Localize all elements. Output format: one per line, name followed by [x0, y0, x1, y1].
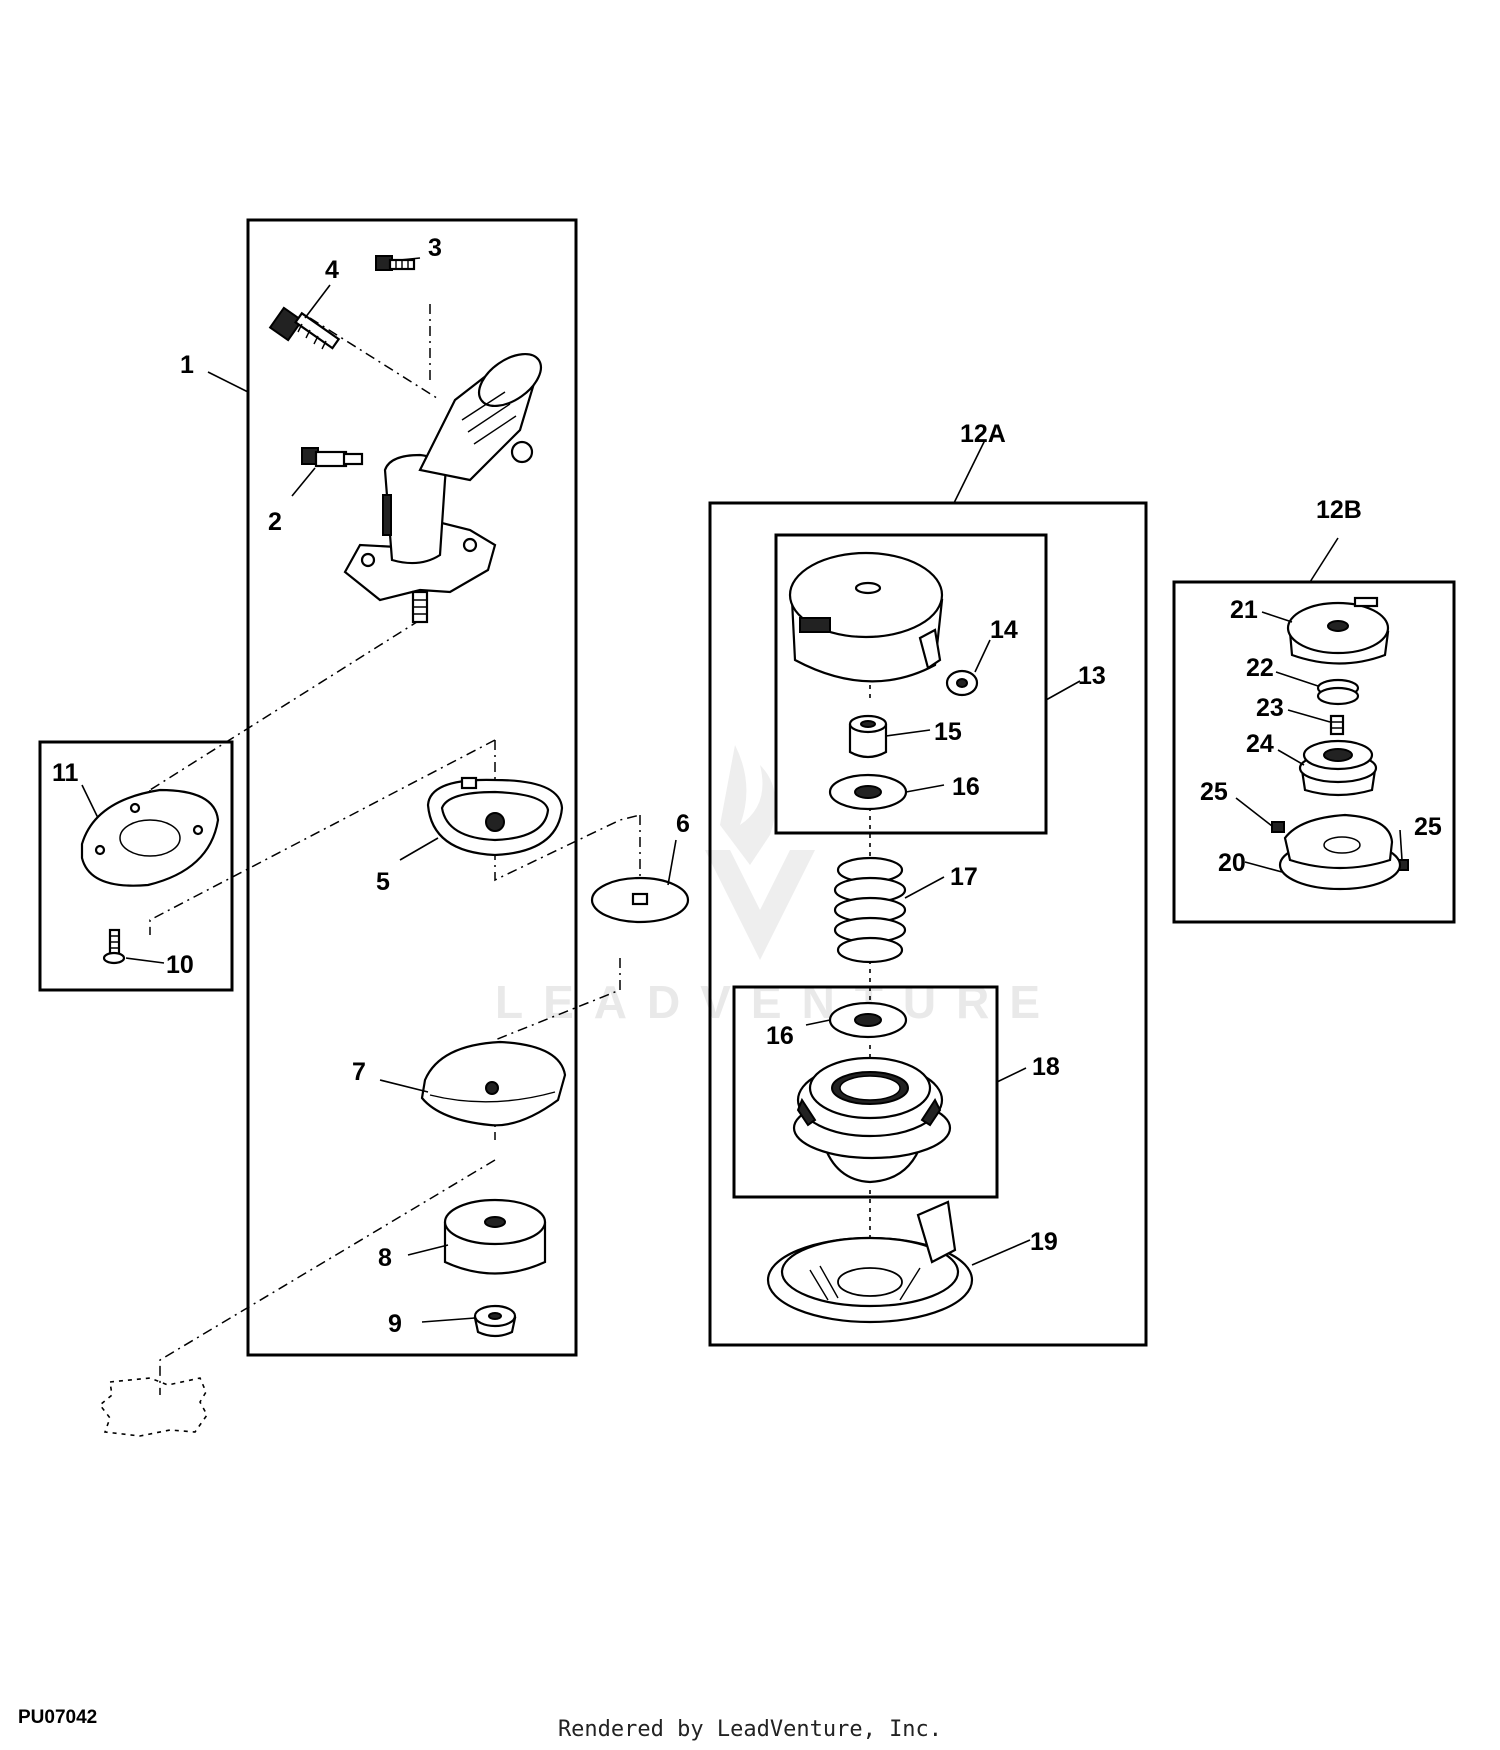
shield-plate-part-11: [80, 788, 220, 887]
render-credit: Rendered by LeadVenture, Inc.: [557, 1717, 943, 1742]
callout-22: 22: [1246, 654, 1274, 682]
leader-lines: [81, 257, 1403, 1323]
callout-8: 8: [378, 1244, 392, 1272]
housing-part-19: [766, 1200, 974, 1324]
callout-25-left: 25: [1200, 778, 1228, 806]
washer-part-6: [590, 876, 690, 924]
callout-4: 4: [325, 256, 339, 284]
callout-21: 21: [1230, 596, 1258, 624]
callout-20: 20: [1218, 849, 1246, 877]
subassembly-frame-13: [774, 533, 1048, 835]
spool-part-24: [1298, 739, 1378, 797]
callout-10: 10: [166, 951, 194, 979]
eyelet-part-14: [945, 669, 979, 697]
callout-12b: 12B: [1316, 496, 1362, 524]
screw-part-3: [375, 255, 416, 271]
callout-labels: 1 2 3 4 5 6 7 8 9 10 11 12A 12B 13 14 15…: [52, 234, 1442, 1338]
callout-16-upper: 16: [952, 773, 980, 801]
callout-17: 17: [950, 863, 978, 891]
trimmer-head-frame-12b: [1172, 580, 1456, 924]
cover-part-21: [1286, 596, 1390, 665]
screw-part-10: [102, 928, 126, 965]
cutting-blade-outline: [98, 1377, 208, 1437]
callout-13: 13: [1078, 662, 1106, 690]
assembly-frame-1: [246, 218, 578, 1357]
callout-23: 23: [1256, 694, 1284, 722]
kit-frame-10-11: [38, 740, 234, 992]
callout-14: 14: [990, 616, 1018, 644]
cup-part-8: [443, 1198, 547, 1275]
callout-7: 7: [352, 1058, 366, 1086]
callout-19: 19: [1030, 1228, 1058, 1256]
watermark-text: LEADVENTURE: [495, 976, 1060, 1028]
pin-part-23: [1329, 714, 1345, 736]
callout-16-lower: 16: [766, 1022, 794, 1050]
subassembly-frame-18: [732, 985, 999, 1199]
gearbox-housing-part-1: [343, 352, 542, 624]
housing-part-20: [1278, 813, 1402, 891]
nut-part-9: [473, 1304, 517, 1338]
figure-code: PU07042: [18, 1707, 98, 1728]
plate-part-7: [420, 1040, 567, 1127]
spool-cover-part-13: [788, 551, 944, 683]
bushing-part-15: [848, 714, 888, 759]
callout-11: 11: [52, 759, 79, 787]
watermark: LEADVENTURE: [495, 745, 1060, 1028]
cover-part-5: [426, 776, 564, 857]
spring-part-22: [1316, 678, 1360, 706]
callout-12a: 12A: [960, 420, 1006, 448]
callout-24: 24: [1246, 730, 1274, 758]
callout-18: 18: [1032, 1053, 1060, 1081]
callout-6: 6: [676, 810, 690, 838]
callout-3: 3: [428, 234, 442, 262]
spring-part-17: [833, 856, 907, 964]
bolt-part-4: [268, 306, 341, 350]
washer-part-16-upper: [828, 773, 908, 811]
callout-25-right: 25: [1414, 813, 1442, 841]
callout-15: 15: [934, 718, 962, 746]
grease-fitting-part-2: [301, 447, 364, 468]
callout-5: 5: [376, 868, 390, 896]
spool-part-18: [792, 1056, 952, 1184]
callout-1: 1: [180, 351, 194, 379]
eyelet-part-25-left: [1271, 821, 1285, 833]
trimmer-head-frame-12a: [708, 501, 1148, 1347]
callout-9: 9: [388, 1310, 402, 1338]
washer-part-16-lower: [828, 1001, 908, 1039]
callout-2: 2: [268, 508, 282, 536]
